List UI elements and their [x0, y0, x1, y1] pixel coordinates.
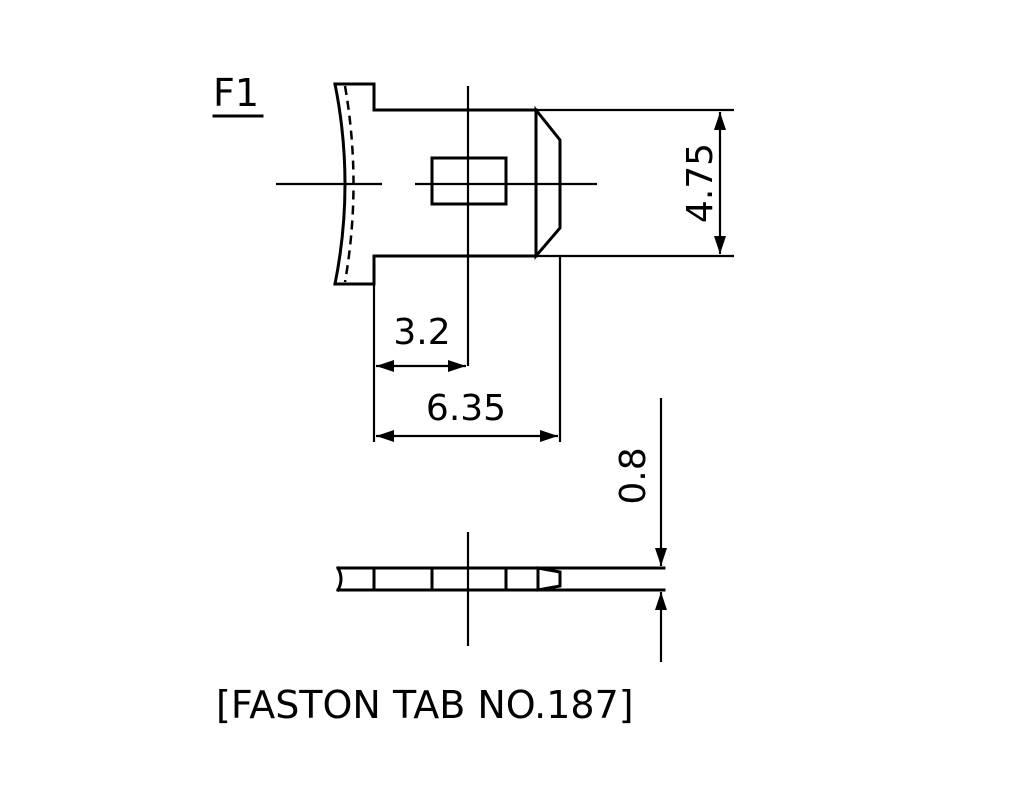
dimension-text-4-75: 4.75	[680, 143, 721, 223]
arrow-down-0-8	[655, 548, 667, 566]
tab-break-bottom	[333, 254, 376, 286]
figure-label: F1	[213, 71, 259, 115]
dimension-tab-width: 4.75	[680, 112, 726, 254]
arrow-right-6-35	[540, 430, 558, 442]
tab-break-top	[333, 82, 376, 112]
side-chamfer	[536, 566, 562, 592]
arrow-left-3-2	[376, 360, 394, 372]
arrow-up-4-75	[714, 112, 726, 130]
arrow-up-0-8	[655, 592, 667, 610]
dimension-text-6-35: 6.35	[426, 388, 506, 429]
arrow-left-6-35	[376, 430, 394, 442]
arrow-down-4-75	[714, 236, 726, 254]
arrow-right-3-2	[448, 360, 466, 372]
dimension-hole-offset: 3.2	[376, 312, 466, 372]
dimension-tab-length: 6.35	[376, 388, 558, 442]
tab-top-view	[276, 82, 734, 366]
tab-side-view	[335, 532, 666, 646]
dimension-thickness: 0.8	[613, 398, 667, 662]
dimension-text-3-2: 3.2	[393, 312, 450, 353]
drawing-caption: [FASTON TAB NO.187]	[216, 683, 634, 727]
side-break-curve	[335, 565, 343, 593]
dimension-text-0-8: 0.8	[613, 447, 654, 504]
